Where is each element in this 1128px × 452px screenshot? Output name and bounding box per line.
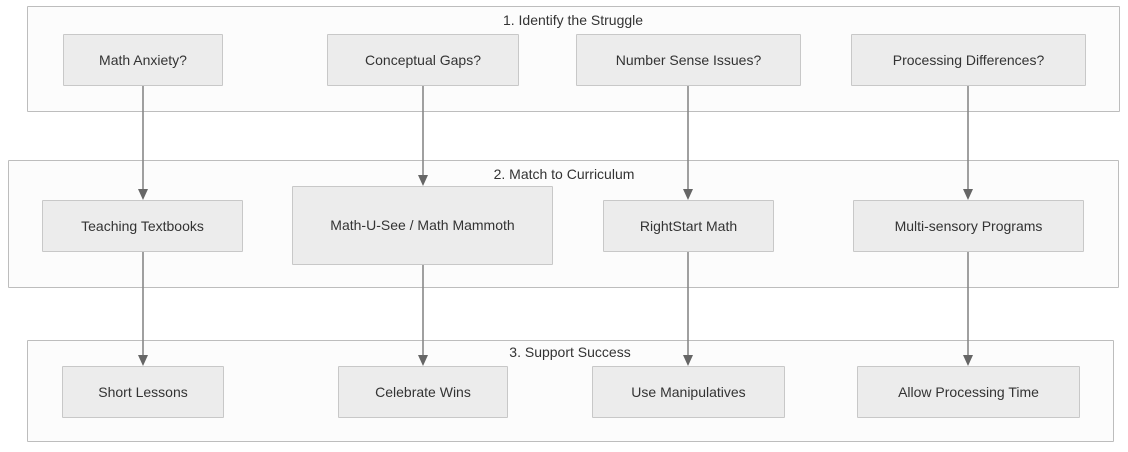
node-label: Math Anxiety?: [99, 51, 187, 68]
subgraph-label-identify: 1. Identify the Struggle: [502, 12, 644, 28]
node-label: Processing Differences?: [892, 51, 1045, 68]
node-multi-sensory-programs[interactable]: Multi-sensory Programs: [853, 200, 1084, 252]
node-allow-processing-time[interactable]: Allow Processing Time: [857, 366, 1080, 418]
edge-numsense-to-rightstart: [683, 86, 693, 200]
edge-rightstart-to-use-manipulatives: [683, 252, 693, 366]
subgraph-label-curriculum: 2. Match to Curriculum: [493, 166, 635, 182]
edge-math-u-see-to-celebrate-wins: [418, 265, 428, 366]
node-label: Math-U-See / Math Mammoth: [330, 217, 515, 233]
node-rightstart-math[interactable]: RightStart Math: [603, 200, 774, 252]
node-short-lessons[interactable]: Short Lessons: [62, 366, 224, 418]
node-number-sense-issues[interactable]: Number Sense Issues?: [576, 34, 801, 86]
subgraph-label-support: 3. Support Success: [509, 344, 631, 360]
node-label: Use Manipulatives: [631, 383, 746, 400]
node-math-anxiety[interactable]: Math Anxiety?: [63, 34, 223, 86]
node-label: Conceptual Gaps?: [365, 51, 481, 68]
edge-gaps-to-math-u-see: [418, 86, 428, 186]
node-label: Allow Processing Time: [898, 383, 1039, 400]
edge-process-to-multi-sensory: [963, 86, 973, 200]
node-celebrate-wins[interactable]: Celebrate Wins: [338, 366, 508, 418]
edge-multi-sensory-to-allow-time: [963, 252, 973, 366]
node-label: Celebrate Wins: [375, 383, 471, 400]
node-processing-differences[interactable]: Processing Differences?: [851, 34, 1086, 86]
node-teaching-textbooks[interactable]: Teaching Textbooks: [42, 200, 243, 252]
node-math-u-see[interactable]: Math-U-See / Math Mammoth: [292, 186, 553, 265]
node-label: Multi-sensory Programs: [894, 217, 1043, 234]
edge-anxiety-to-teaching-textbooks: [138, 86, 148, 200]
node-label: RightStart Math: [639, 217, 738, 234]
edge-teaching-textbooks-to-short-lessons: [138, 252, 148, 366]
node-use-manipulatives[interactable]: Use Manipulatives: [592, 366, 785, 418]
node-label: Teaching Textbooks: [81, 217, 204, 234]
node-label: Number Sense Issues?: [615, 51, 762, 68]
node-conceptual-gaps[interactable]: Conceptual Gaps?: [327, 34, 519, 86]
node-label: Short Lessons: [98, 383, 188, 400]
